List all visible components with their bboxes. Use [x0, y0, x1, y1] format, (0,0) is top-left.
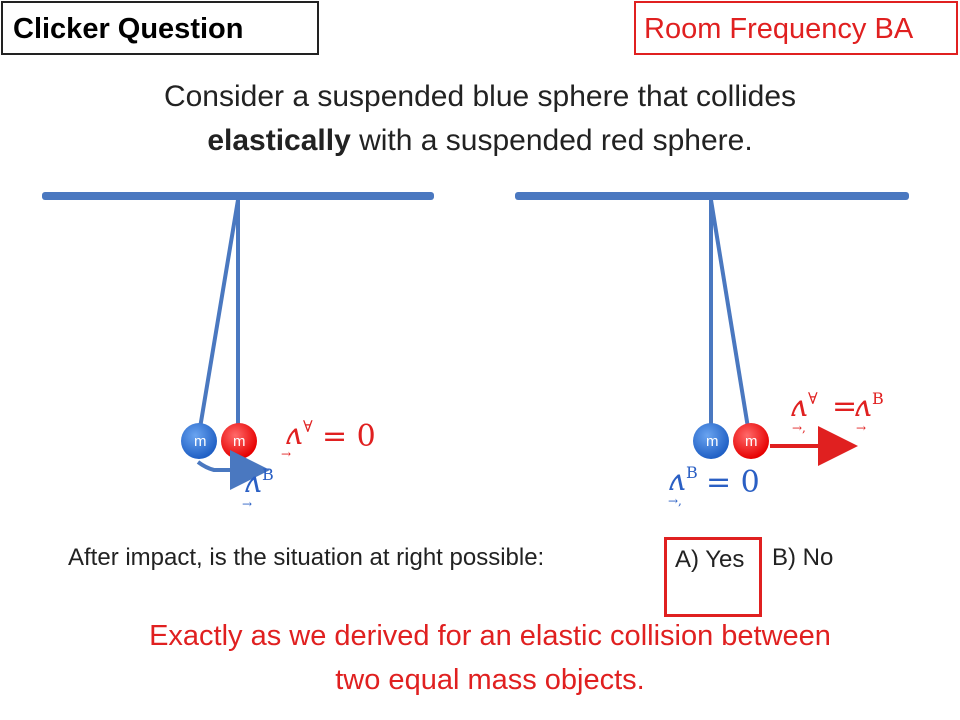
- svg-text:ʌ: ʌ: [244, 465, 261, 500]
- right-top-velocity-b-symbol: ʌ B →: [854, 389, 884, 435]
- svg-text:ʌ: ʌ: [854, 389, 871, 424]
- left-red-ball-label: m: [233, 433, 246, 450]
- answer-a-highlight-box[interactable]: A) Yes: [664, 537, 762, 617]
- right-support-bar: [515, 192, 909, 200]
- right-red-ball-label: m: [745, 433, 758, 450]
- left-string-blue: [196, 199, 240, 441]
- clicker-question-label: Clicker Question: [13, 13, 244, 45]
- right-blue-velocity-symbol: ʌ B →,: [668, 463, 698, 508]
- svg-text:B: B: [262, 465, 274, 484]
- prompt-line-1: Consider a suspended blue sphere that co…: [163, 80, 797, 113]
- question-text: After impact, is the situation at right …: [68, 544, 545, 571]
- right-top-equals: =: [832, 389, 857, 424]
- svg-text:∀: ∀: [808, 389, 818, 408]
- svg-text:ʌ: ʌ: [285, 417, 302, 452]
- svg-text:∀: ∀: [303, 417, 313, 436]
- right-blue-ball-label: m: [706, 433, 719, 450]
- explanation-line-1: Exactly as we derived for an elastic col…: [149, 620, 831, 652]
- svg-text:B: B: [686, 463, 698, 482]
- answer-a-label: A) Yes: [675, 546, 745, 573]
- right-red-ball: [733, 423, 769, 459]
- svg-text:ʌ: ʌ: [668, 463, 685, 498]
- svg-text:→: →: [856, 421, 866, 435]
- prompt-bold-word: elastically: [207, 124, 351, 157]
- svg-text:B: B: [872, 389, 884, 408]
- svg-text:→: →: [242, 497, 252, 511]
- svg-text:ʌ: ʌ: [790, 389, 807, 424]
- left-blue-velocity-arrow: [196, 450, 270, 490]
- svg-text:→,: →,: [668, 494, 682, 508]
- left-support-bar: [42, 192, 434, 200]
- explanation-line-2: two equal mass objects.: [335, 664, 645, 696]
- right-top-velocity-a-symbol: ʌ ∀ →,: [790, 389, 818, 435]
- left-red-equation: = 0: [322, 419, 376, 454]
- svg-text:→: →: [281, 447, 291, 461]
- left-blue-velocity-symbol: ʌ B →: [242, 465, 274, 511]
- right-string-red: [709, 199, 752, 441]
- left-red-velocity-symbol: ʌ ∀ →: [281, 417, 313, 461]
- prompt-line-2-rest: with a suspended red sphere.: [350, 124, 753, 157]
- right-blue-ball: [693, 423, 729, 459]
- clicker-question-label-box: Clicker Question: [1, 1, 319, 55]
- left-blue-ball-label: m: [194, 433, 207, 450]
- room-frequency-box: Room Frequency BA: [634, 1, 958, 55]
- room-frequency-label: Room Frequency BA: [644, 13, 914, 45]
- left-blue-ball: [181, 423, 217, 459]
- answer-b-label[interactable]: B) No: [772, 544, 834, 571]
- right-blue-equation: = 0: [706, 465, 760, 500]
- prompt-line-2: elastically with a suspended red sphere.: [0, 124, 960, 158]
- svg-text:→,: →,: [792, 421, 806, 435]
